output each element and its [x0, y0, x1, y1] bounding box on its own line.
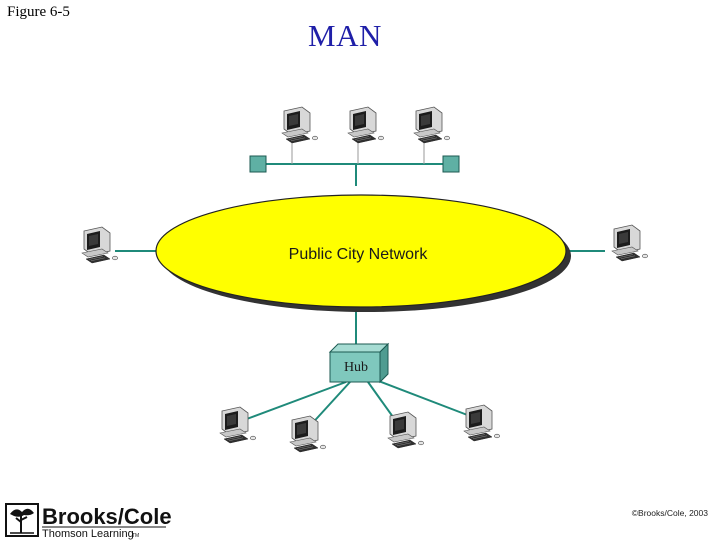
- computer-icon: [347, 106, 385, 144]
- hub-label: Hub: [344, 360, 368, 375]
- computer-icon: [463, 404, 501, 442]
- brand-tm: TM: [132, 533, 139, 539]
- computer-icon: [611, 224, 649, 262]
- hub: Hub: [328, 342, 390, 384]
- network-label: Public City Network: [289, 246, 429, 263]
- hub-link: [375, 379, 471, 417]
- computer-icon: [289, 415, 327, 453]
- computer-icon: [81, 226, 119, 264]
- computer-icon: [281, 106, 319, 144]
- brand-subtitle: Thomson Learning: [42, 528, 134, 540]
- publisher-logo: Brooks/Cole Thomson Learning TM: [5, 503, 172, 540]
- network-ellipse: [155, 194, 567, 308]
- copyright-notice: ©Brooks/Cole, 2003: [631, 508, 708, 518]
- public-city-network: Public City Network: [155, 194, 571, 312]
- computer-icon: [387, 411, 425, 449]
- tree-icon: [10, 508, 34, 534]
- hub-box: [329, 351, 381, 383]
- brand-name: Brooks/Cole: [42, 504, 172, 529]
- computer-icon: [219, 406, 257, 444]
- figure-label: Figure 6-5: [7, 4, 70, 20]
- slide-title: MAN: [308, 18, 382, 53]
- bus-terminator-right: [442, 155, 460, 173]
- computer-icon: [413, 106, 451, 144]
- hub-links: [243, 379, 471, 429]
- hub-link: [243, 381, 347, 421]
- bus-terminator-left: [249, 155, 267, 173]
- top-bus: [249, 106, 460, 186]
